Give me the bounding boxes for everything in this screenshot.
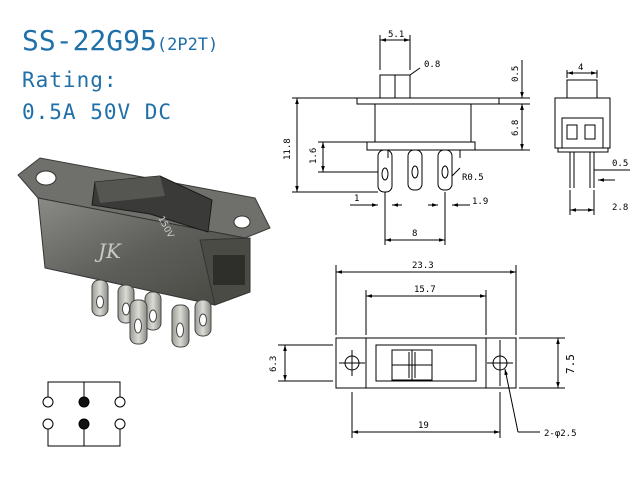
dim-8: 8: [412, 229, 417, 239]
dim-7-5: 7.5: [564, 354, 577, 374]
dim-1-6: 1.6: [309, 148, 319, 164]
dim-2-8: 2.8: [612, 203, 628, 213]
product-title: SS-22G95(2P2T): [22, 26, 218, 60]
pin-diagram: [42, 381, 126, 447]
dim-1: 1: [354, 194, 359, 204]
brand-logo: JK: [94, 239, 122, 263]
dim-r0-5: R0.5: [462, 173, 484, 183]
dim-0-5-side: 0.5: [511, 66, 521, 82]
top-view-labels: 23.3 15.7 6.3 7.5 19 2-φ2.5: [269, 261, 577, 439]
pole-config: (2P2T): [156, 35, 219, 55]
switch-photo: 150V JK: [17, 157, 271, 348]
pin-common-2: [78, 418, 90, 430]
dim-11-8: 11.8: [283, 138, 293, 160]
pin-a1: [42, 396, 54, 408]
pin-a2: [114, 396, 126, 408]
mount-hole-right: [233, 215, 251, 229]
dim-6-3: 6.3: [269, 356, 279, 372]
pin-common-1: [78, 396, 90, 408]
rating-value: 0.5A 50V DC: [22, 100, 173, 124]
top-view-drawing: [278, 265, 565, 438]
side-view-labels: 5.1 0.8 0.5 11.8 6.8 1.6 R0.5 1 1.9 8: [283, 30, 521, 239]
dim-0-5-end: 0.5: [612, 159, 628, 169]
dim-0-8: 0.8: [424, 60, 440, 70]
dim-holes: 2-φ2.5: [544, 429, 577, 439]
dim-1-9: 1.9: [472, 197, 488, 207]
pin-b1: [42, 418, 54, 430]
rating-label: Rating:: [22, 68, 118, 92]
dim-6-8: 6.8: [511, 120, 521, 136]
dim-19: 19: [418, 421, 429, 431]
dim-23-3: 23.3: [412, 261, 434, 271]
mount-hole-left: [35, 170, 57, 186]
dim-4: 4: [578, 63, 583, 73]
solder-terminals: [91, 279, 212, 348]
model-number: SS-22G95: [22, 24, 157, 57]
end-view-labels: 4 0.5 2.8: [578, 63, 628, 213]
side-view-drawing: [292, 35, 530, 245]
dim-5-1: 5.1: [388, 30, 404, 40]
end-view-drawing: [554, 70, 630, 215]
pin-b2: [114, 418, 126, 430]
dim-15-7: 15.7: [414, 285, 436, 295]
